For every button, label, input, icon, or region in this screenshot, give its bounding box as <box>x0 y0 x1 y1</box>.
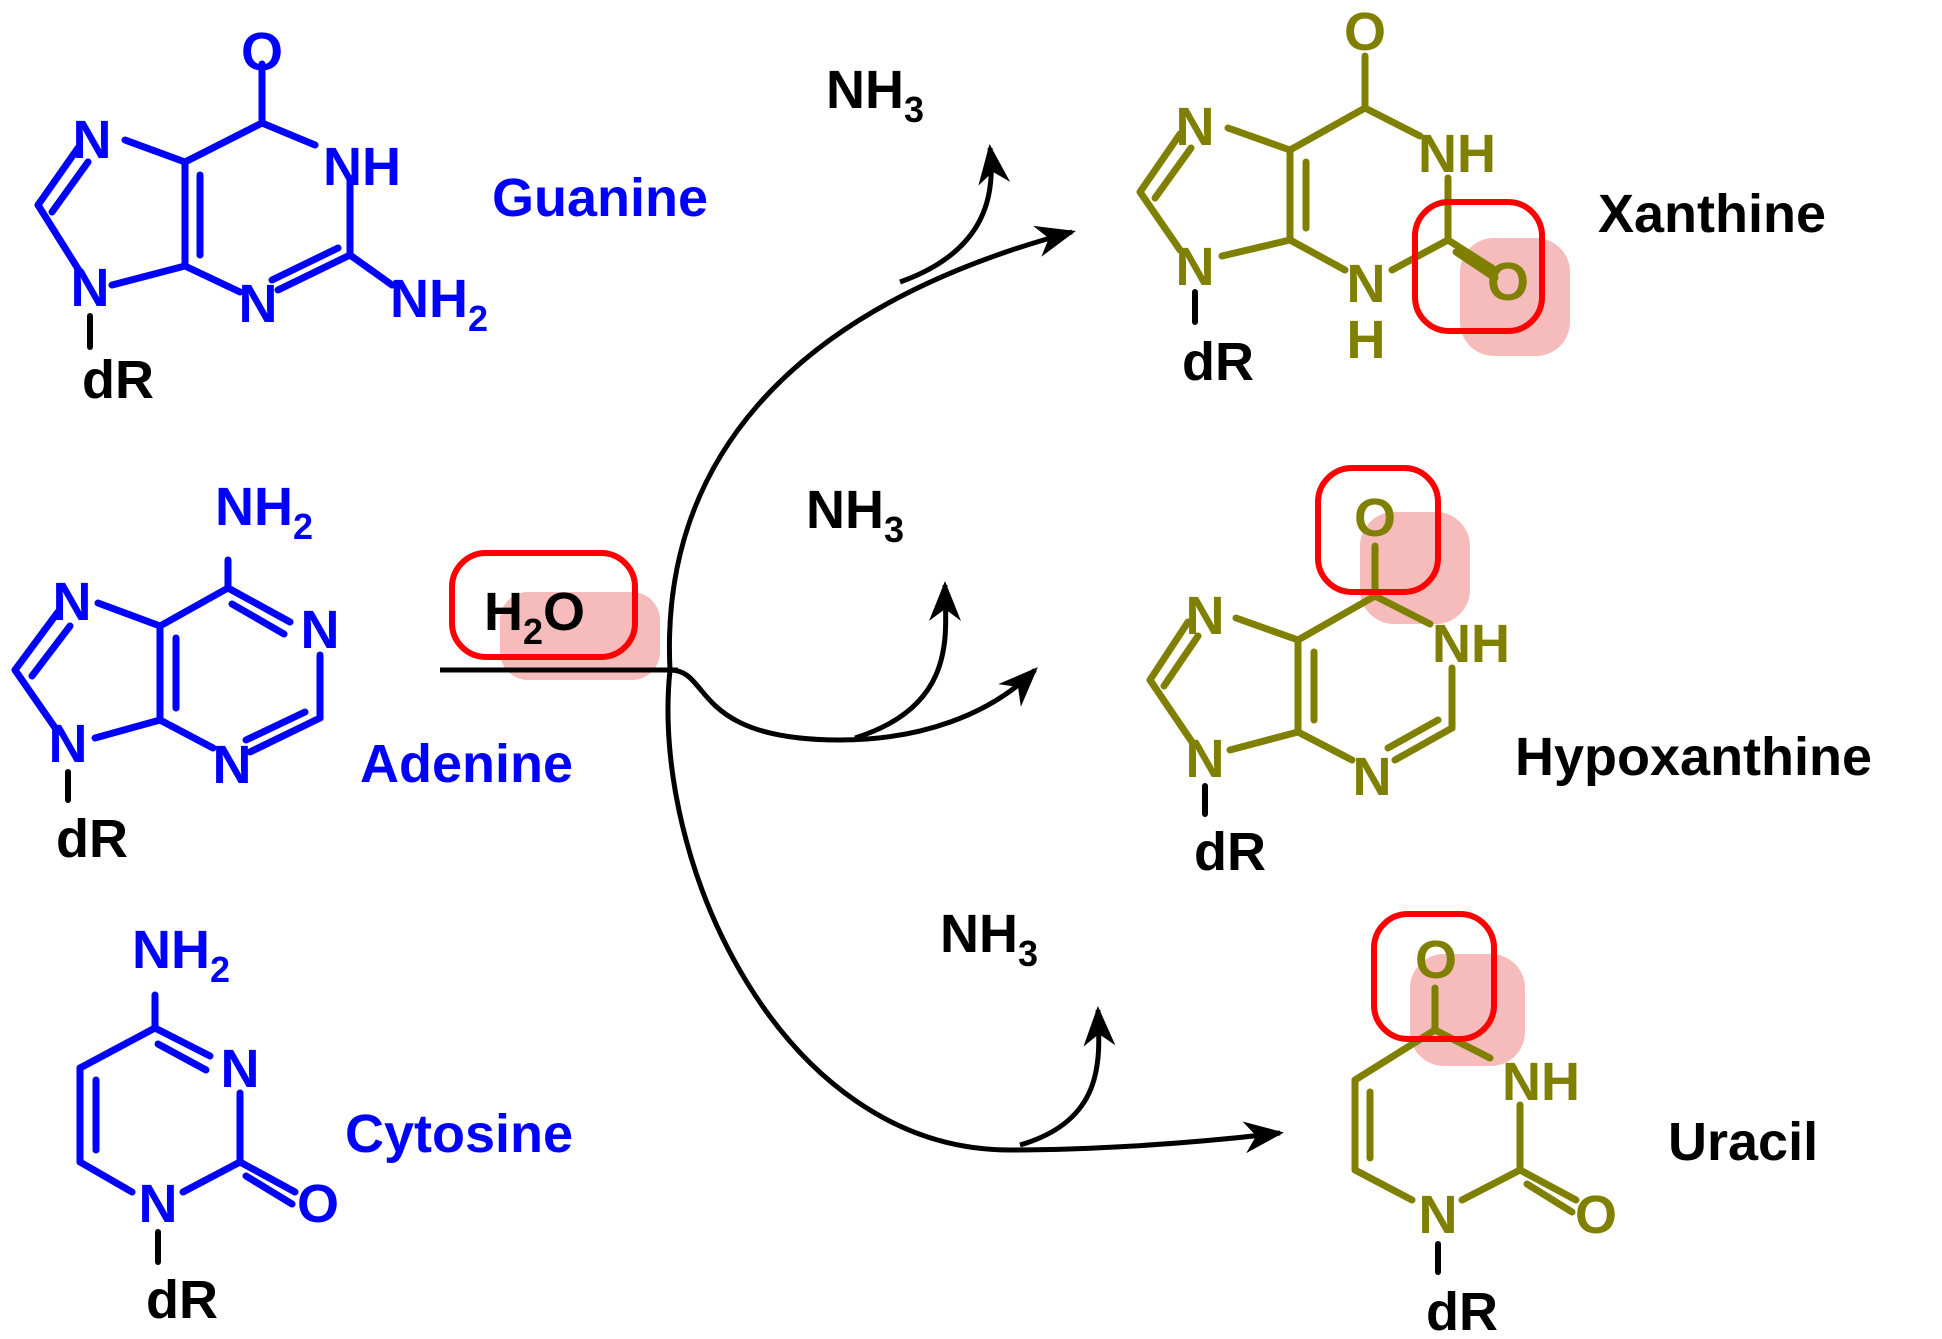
ammonia-label-2: NH3 <box>806 480 904 550</box>
xanthine-h3: H <box>1347 310 1386 370</box>
cytosine-amine: NH2 <box>132 920 230 990</box>
uracil-dr: dR <box>1426 1282 1498 1339</box>
cytosine-n3: N <box>221 1039 260 1099</box>
reaction-arrows <box>440 144 1284 1154</box>
arrow-to-uracil <box>665 669 1284 1154</box>
xanthine-label: Xanthine <box>1598 184 1826 244</box>
adenine-n1: N <box>301 600 340 660</box>
uracil-o2: O <box>1575 1185 1617 1245</box>
ammonia-label-3: NH3 <box>940 904 1038 974</box>
arrow-to-xanthine <box>666 225 1076 671</box>
adenine-n3: N <box>213 735 252 795</box>
guanine-oxygen: O <box>241 22 283 82</box>
hypoxanthine-oxygen: O <box>1354 488 1396 548</box>
cytosine-n1: N <box>139 1174 178 1234</box>
xanthine-structure: O N NH N N H O dR Xanthine <box>1136 2 1826 392</box>
adenine-n7: N <box>53 572 92 632</box>
xanthine-n7: N <box>1176 97 1215 157</box>
ammonia-label-1: NH3 <box>826 60 924 130</box>
guanine-n3: N <box>239 274 278 334</box>
guanine-n9: N <box>71 258 110 318</box>
adenine-structure: NH2 N N N N dR Adenine <box>11 477 573 869</box>
hypoxanthine-label: Hypoxanthine <box>1515 727 1872 787</box>
xanthine-n9: N <box>1176 237 1215 297</box>
hypoxanthine-n3: N <box>1353 747 1392 807</box>
uracil-label: Uracil <box>1668 1112 1818 1172</box>
hypoxanthine-structure: O N NH N N dR Hypoxanthine <box>1146 465 1872 882</box>
hypoxanthine-n1h: NH <box>1432 614 1510 674</box>
nh3-release-1 <box>899 144 1011 285</box>
cytosine-dr: dR <box>146 1270 218 1330</box>
xanthine-o2: O <box>1487 252 1529 312</box>
hypoxanthine-highlight-ring <box>1315 465 1441 595</box>
hypoxanthine-dr: dR <box>1194 822 1266 882</box>
uracil-highlight-ring <box>1371 911 1497 1042</box>
water-reagent: H2O <box>449 550 660 680</box>
guanine-structure: O N NH N N NH2 dR Guanine <box>34 22 708 410</box>
xanthine-n1h: NH <box>1418 124 1496 184</box>
uracil-structure: O NH N O dR Uracil <box>1351 911 1818 1339</box>
water-highlight-ring <box>449 550 638 660</box>
hypoxanthine-highlight-shadow <box>1360 512 1470 624</box>
hypoxanthine-n7: N <box>1186 586 1225 646</box>
adenine-dr: dR <box>56 809 128 869</box>
xanthine-o6: O <box>1344 2 1386 62</box>
arrow-to-hypoxanthine <box>669 667 1038 743</box>
guanine-n7: N <box>73 110 112 170</box>
uracil-o4: O <box>1415 930 1457 990</box>
xanthine-highlight-ring <box>1412 199 1545 334</box>
cytosine-structure: NH2 N N O dR Cytosine <box>76 920 573 1330</box>
guanine-nh: NH <box>323 137 401 197</box>
nh3-release-2 <box>854 581 962 741</box>
cytosine-oxygen: O <box>297 1174 339 1234</box>
guanine-dr: dR <box>82 350 154 410</box>
adenine-amine: NH2 <box>215 477 313 547</box>
xanthine-n3: N <box>1347 254 1386 314</box>
guanine-amine: NH2 <box>390 269 488 339</box>
uracil-n1: N <box>1419 1185 1458 1245</box>
uracil-n3h: NH <box>1502 1052 1580 1112</box>
hypoxanthine-n9: N <box>1186 729 1225 789</box>
cytosine-label: Cytosine <box>345 1104 573 1164</box>
adenine-label: Adenine <box>360 734 573 794</box>
guanine-label: Guanine <box>492 168 708 228</box>
nh3-release-3 <box>1019 1006 1116 1148</box>
xanthine-dr: dR <box>1182 332 1254 392</box>
water-formula: H2O <box>484 582 585 652</box>
adenine-n9: N <box>49 714 88 774</box>
